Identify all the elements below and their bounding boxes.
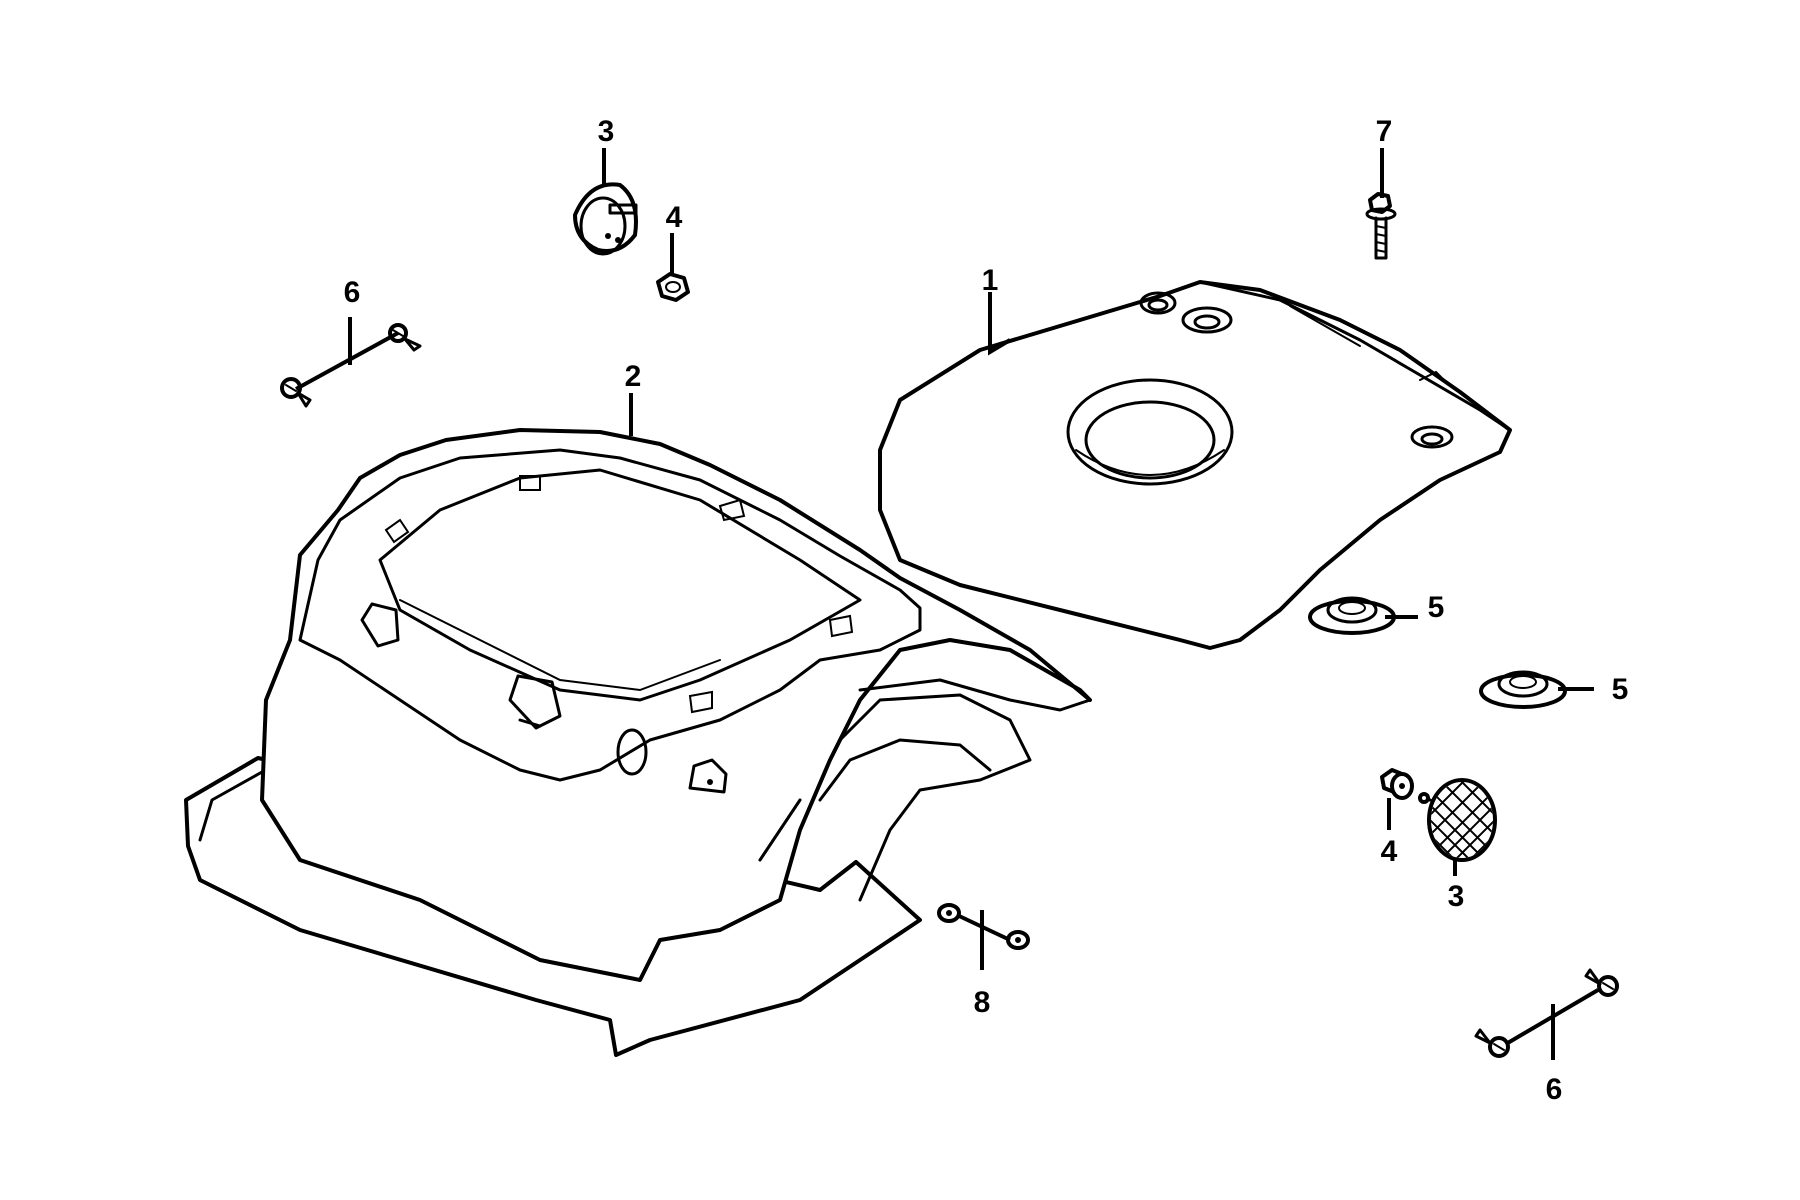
callout-4-top: 4 xyxy=(666,201,683,234)
callout-6-right: 6 xyxy=(1546,1073,1563,1106)
callout-5-upper: 5 xyxy=(1428,591,1445,624)
callout-6-left: 6 xyxy=(344,276,361,309)
callout-3-top: 3 xyxy=(598,115,615,148)
part-round-bumper-3-top xyxy=(573,182,638,256)
part-grommet-5a xyxy=(1308,596,1396,635)
part-flange-nut-4-top xyxy=(656,272,690,302)
callout-5-lower: 5 xyxy=(1612,673,1629,706)
callout-7: 7 xyxy=(1376,115,1393,148)
callout-4-right: 4 xyxy=(1381,835,1398,868)
callout-1: 1 xyxy=(982,264,999,297)
callout-2: 2 xyxy=(625,360,642,393)
leader-lines xyxy=(295,148,1600,1060)
part-flange-nut-4-right xyxy=(1380,768,1414,800)
part-mesh-reflector-3-right xyxy=(1418,778,1497,862)
part-rear-fender-body xyxy=(184,428,1092,1057)
part-top-cover-panel xyxy=(878,280,1512,650)
part-flange-bolt-7 xyxy=(1365,192,1397,260)
part-grommet-5b xyxy=(1479,670,1567,709)
part-screws-6-right xyxy=(1474,968,1619,1058)
callout-8: 8 xyxy=(974,986,991,1019)
callout-labels: 1 2 3 3 4 4 5 5 6 6 7 8 xyxy=(344,115,1629,1106)
callout-3-right: 3 xyxy=(1448,880,1465,913)
